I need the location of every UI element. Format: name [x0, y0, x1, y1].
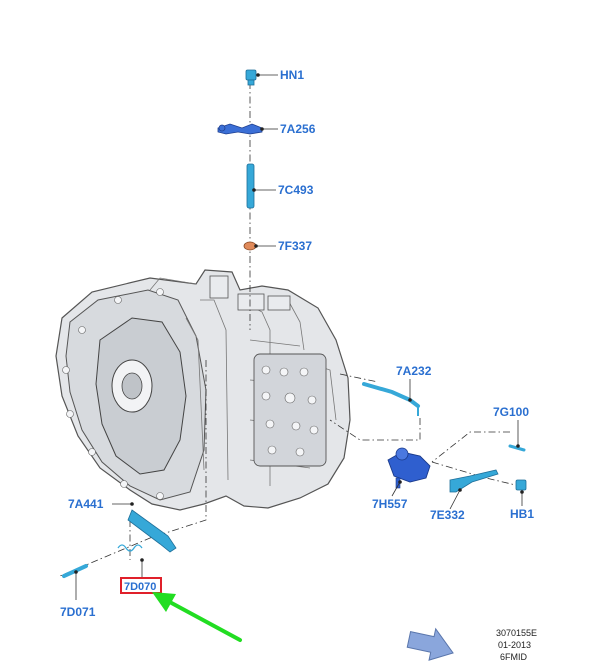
label-7h557[interactable]: 7H557 — [372, 497, 408, 511]
footer-reference: 3070155E 01-2013 6FMID — [496, 628, 537, 662]
leader-lines — [75, 74, 523, 600]
part-7e332 — [449, 469, 499, 493]
part-7f337 — [243, 241, 257, 251]
ref-date: 01-2013 — [498, 640, 531, 650]
label-7a256[interactable]: 7A256 — [280, 122, 316, 136]
label-7c493[interactable]: 7C493 — [278, 183, 314, 197]
label-7a441[interactable]: 7A441 — [68, 497, 104, 511]
ref-code: 3070155E — [496, 628, 537, 638]
label-7g100[interactable]: 7G100 — [493, 405, 529, 419]
label-hn1[interactable]: HN1 — [280, 68, 304, 82]
part-hb1 — [515, 479, 527, 491]
part-7a441 — [127, 509, 177, 553]
ref-model: 6FMID — [500, 652, 528, 662]
part-7a256 — [217, 123, 263, 135]
part-7g100 — [508, 444, 526, 452]
part-7a232 — [362, 382, 420, 416]
part-spring — [117, 544, 143, 552]
assembly-lines — [59, 82, 521, 577]
label-7f337[interactable]: 7F337 — [278, 239, 312, 253]
leader-dots — [74, 73, 524, 574]
label-7d071[interactable]: 7D071 — [60, 605, 96, 619]
part-7h557 — [387, 447, 431, 489]
transmission-housing — [55, 269, 351, 511]
label-7e332[interactable]: 7E332 — [430, 508, 465, 522]
part-hn1 — [245, 69, 257, 86]
highlighted-callout[interactable]: 7D070 — [120, 577, 162, 594]
green-pointer-arrow-icon — [152, 592, 242, 642]
label-7a232[interactable]: 7A232 — [396, 364, 432, 378]
nav-arrow-icon[interactable] — [406, 624, 458, 662]
label-hb1[interactable]: HB1 — [510, 507, 534, 521]
label-7d070-highlighted[interactable]: 7D070 — [124, 581, 156, 593]
part-7c493 — [246, 163, 255, 209]
